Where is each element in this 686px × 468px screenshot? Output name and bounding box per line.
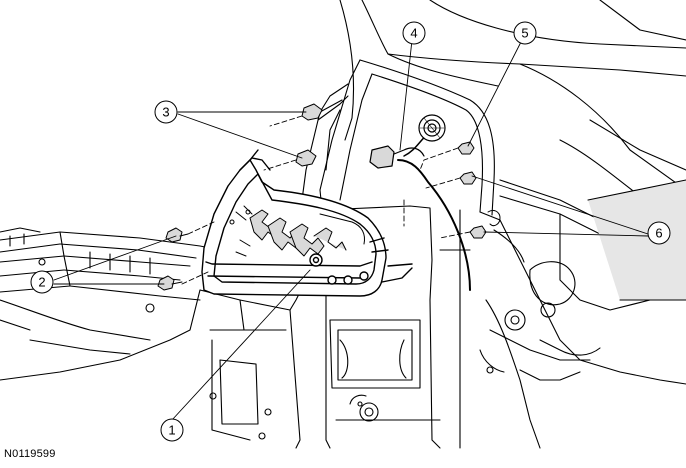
install-paths xyxy=(181,115,471,285)
callout-5: 5 xyxy=(513,21,537,45)
callout-3-balloon xyxy=(154,100,178,124)
callout-1-number: 1 xyxy=(168,423,175,438)
bulb-sockets xyxy=(229,205,365,257)
upper-clips xyxy=(295,103,323,167)
callout-1: 1 xyxy=(160,418,184,442)
callout-6: 6 xyxy=(647,221,671,245)
vehicle-body xyxy=(0,0,686,449)
callout-1-balloon xyxy=(160,418,184,442)
tail-lamp-assembly xyxy=(201,149,413,297)
callout-6-number: 6 xyxy=(655,226,662,241)
callout-5-number: 5 xyxy=(521,26,528,41)
electrical-connector xyxy=(369,114,471,291)
callout-6-balloon xyxy=(647,221,671,245)
figure-id-label: N0119599 xyxy=(4,448,56,460)
callout-2: 2 xyxy=(30,270,54,294)
callout-4: 4 xyxy=(402,21,426,45)
callout-2-number: 2 xyxy=(38,275,45,290)
grommet-nut xyxy=(457,141,475,155)
callout-5-balloon xyxy=(513,21,537,45)
callout-2-balloon xyxy=(30,270,54,294)
callout-4-balloon xyxy=(402,21,426,45)
leader-lines xyxy=(53,39,649,421)
callout-3-number: 3 xyxy=(162,105,169,120)
callout-4-number: 4 xyxy=(410,26,417,41)
callout-3: 3 xyxy=(154,100,178,124)
